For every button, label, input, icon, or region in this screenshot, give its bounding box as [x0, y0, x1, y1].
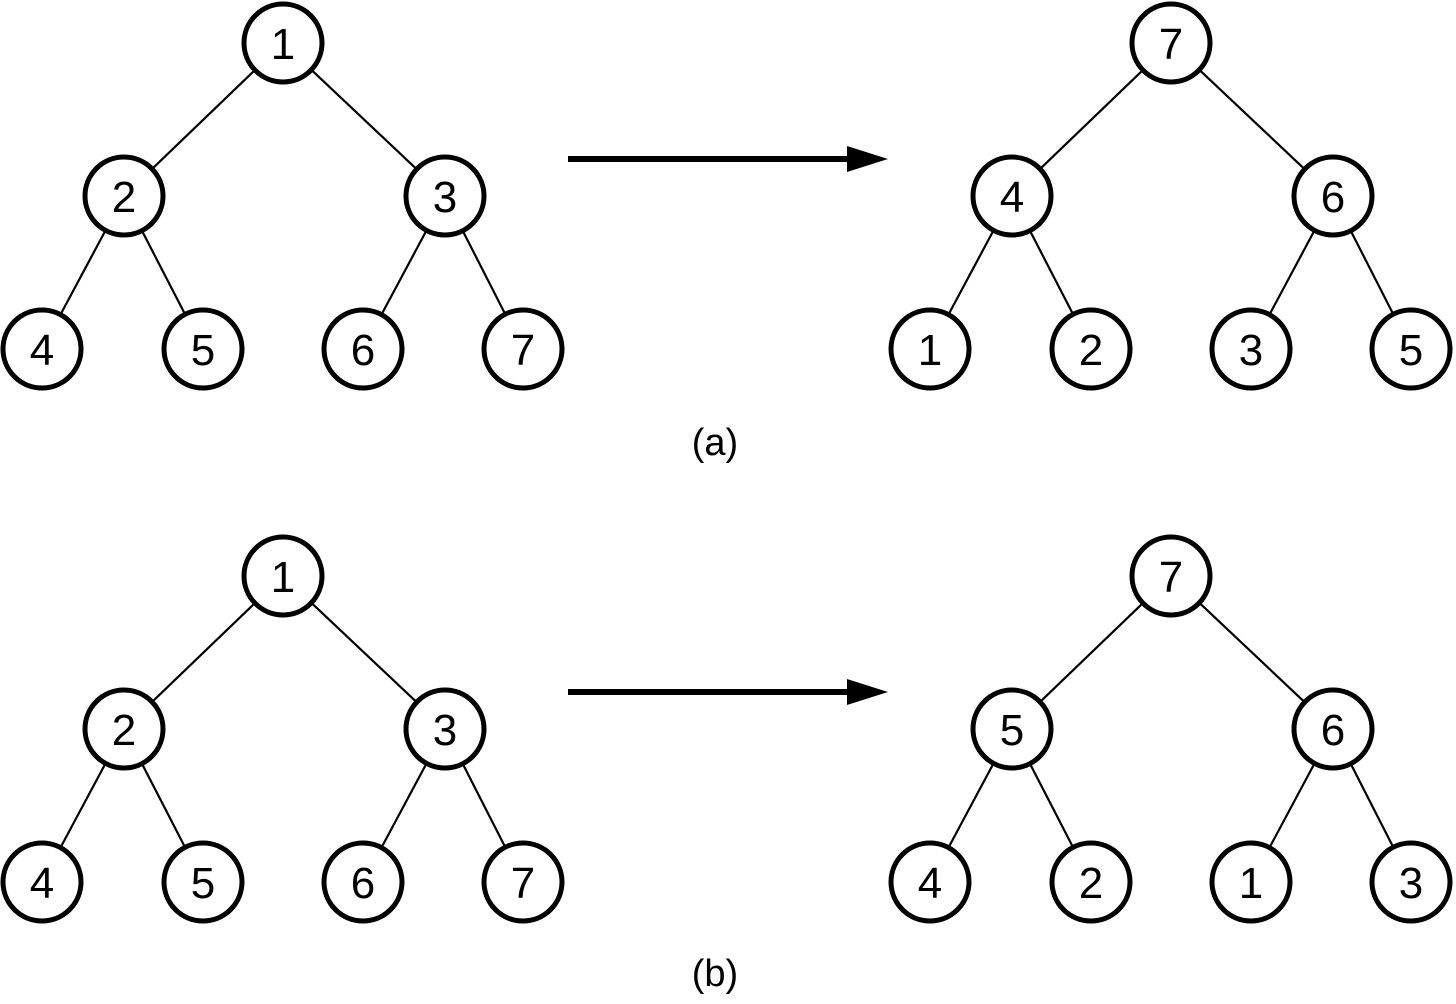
tree-node-label: 7	[511, 326, 535, 375]
tree-node-circle	[403, 687, 487, 771]
tree-edge	[141, 764, 186, 847]
tree-node-label: 7	[1159, 20, 1183, 69]
tree-node-label: 7	[1159, 553, 1183, 602]
tree-node-circle	[241, 1, 325, 85]
tree-node-circle	[481, 307, 565, 391]
tree-edge	[462, 232, 506, 313]
tree-node-label: 1	[271, 20, 295, 69]
tree-edge	[381, 231, 427, 314]
tree-node-label: 2	[1079, 859, 1103, 908]
tree-node-circle	[161, 840, 245, 924]
tree-node-circle	[82, 154, 166, 238]
tree-node-label: 2	[112, 706, 136, 755]
tree-node-label: 4	[918, 859, 942, 908]
tree-node-label: 2	[112, 173, 136, 222]
tree-node-label: 1	[1239, 859, 1263, 908]
tree-node-circle	[1209, 840, 1293, 924]
tree-node-label: 4	[1000, 173, 1024, 222]
tree-edge	[1200, 70, 1304, 169]
tree-edge	[60, 231, 106, 314]
tree-node-label: 3	[433, 706, 457, 755]
tree-node-circle	[1049, 840, 1133, 924]
tree-edge	[948, 764, 994, 847]
caption-a: (a)	[691, 422, 739, 464]
tree-node-circle	[403, 154, 487, 238]
tree-node-circle	[888, 307, 972, 391]
tree-edge	[312, 603, 416, 702]
tree-node-label: 3	[433, 173, 457, 222]
tree-node-label: 5	[1000, 706, 1024, 755]
tree-edge	[1350, 765, 1394, 846]
right-arrow-head	[847, 146, 888, 172]
tree-node-circle	[1369, 307, 1453, 391]
tree-node-circle	[888, 840, 972, 924]
tree-edge	[1040, 603, 1143, 702]
tree-node-circle	[321, 840, 405, 924]
tree-node-label: 1	[918, 326, 942, 375]
tree-edge	[1040, 70, 1143, 169]
tree-node-circle	[1291, 154, 1375, 238]
tree-edge	[1350, 232, 1394, 313]
tree-node-circle	[970, 687, 1054, 771]
tree-edge	[312, 70, 416, 169]
tree-node-circle	[1369, 840, 1453, 924]
tree-edge	[1200, 603, 1304, 702]
tree-edge	[60, 764, 106, 847]
tree-edge	[948, 231, 994, 314]
tree-node-label: 3	[1399, 859, 1423, 908]
tree-node-circle	[0, 840, 84, 924]
tree-node-circle	[1209, 307, 1293, 391]
tree-node-label: 6	[351, 326, 375, 375]
tree-node-label: 4	[30, 859, 54, 908]
tree-edge	[1269, 231, 1315, 314]
caption-b: (b)	[691, 953, 739, 995]
tree-edge	[1029, 231, 1074, 314]
tree-edge	[1029, 764, 1074, 847]
tree-node-label: 4	[30, 326, 54, 375]
tree-edge	[1269, 764, 1315, 847]
tree-node-circle	[481, 840, 565, 924]
tree-node-circle	[1291, 687, 1375, 771]
tree-node-label: 3	[1239, 326, 1263, 375]
tree-node-circle	[0, 307, 84, 391]
tree-node-circle	[161, 307, 245, 391]
tree-edge	[381, 764, 427, 847]
tree-node-circle	[970, 154, 1054, 238]
tree-node-label: 6	[351, 859, 375, 908]
tree-node-circle	[321, 307, 405, 391]
tree-node-label: 7	[511, 859, 535, 908]
tree-node-label: 5	[191, 326, 215, 375]
tree-edge	[462, 765, 506, 846]
tree-node-label: 6	[1321, 173, 1345, 222]
tree-edge	[141, 231, 186, 314]
tree-node-circle	[82, 687, 166, 771]
tree-node-circle	[1049, 307, 1133, 391]
right-arrow-head	[847, 679, 888, 705]
tree-node-label: 5	[191, 859, 215, 908]
tree-node-circle	[241, 534, 325, 618]
tree-node-circle	[1129, 534, 1213, 618]
tree-node-label: 1	[271, 553, 295, 602]
tree-edge	[152, 603, 255, 702]
tree-node-label: 6	[1321, 706, 1345, 755]
tree-node-label: 5	[1399, 326, 1423, 375]
tree-edge	[152, 70, 255, 169]
tree-node-label: 2	[1079, 326, 1103, 375]
tree-node-circle	[1129, 1, 1213, 85]
